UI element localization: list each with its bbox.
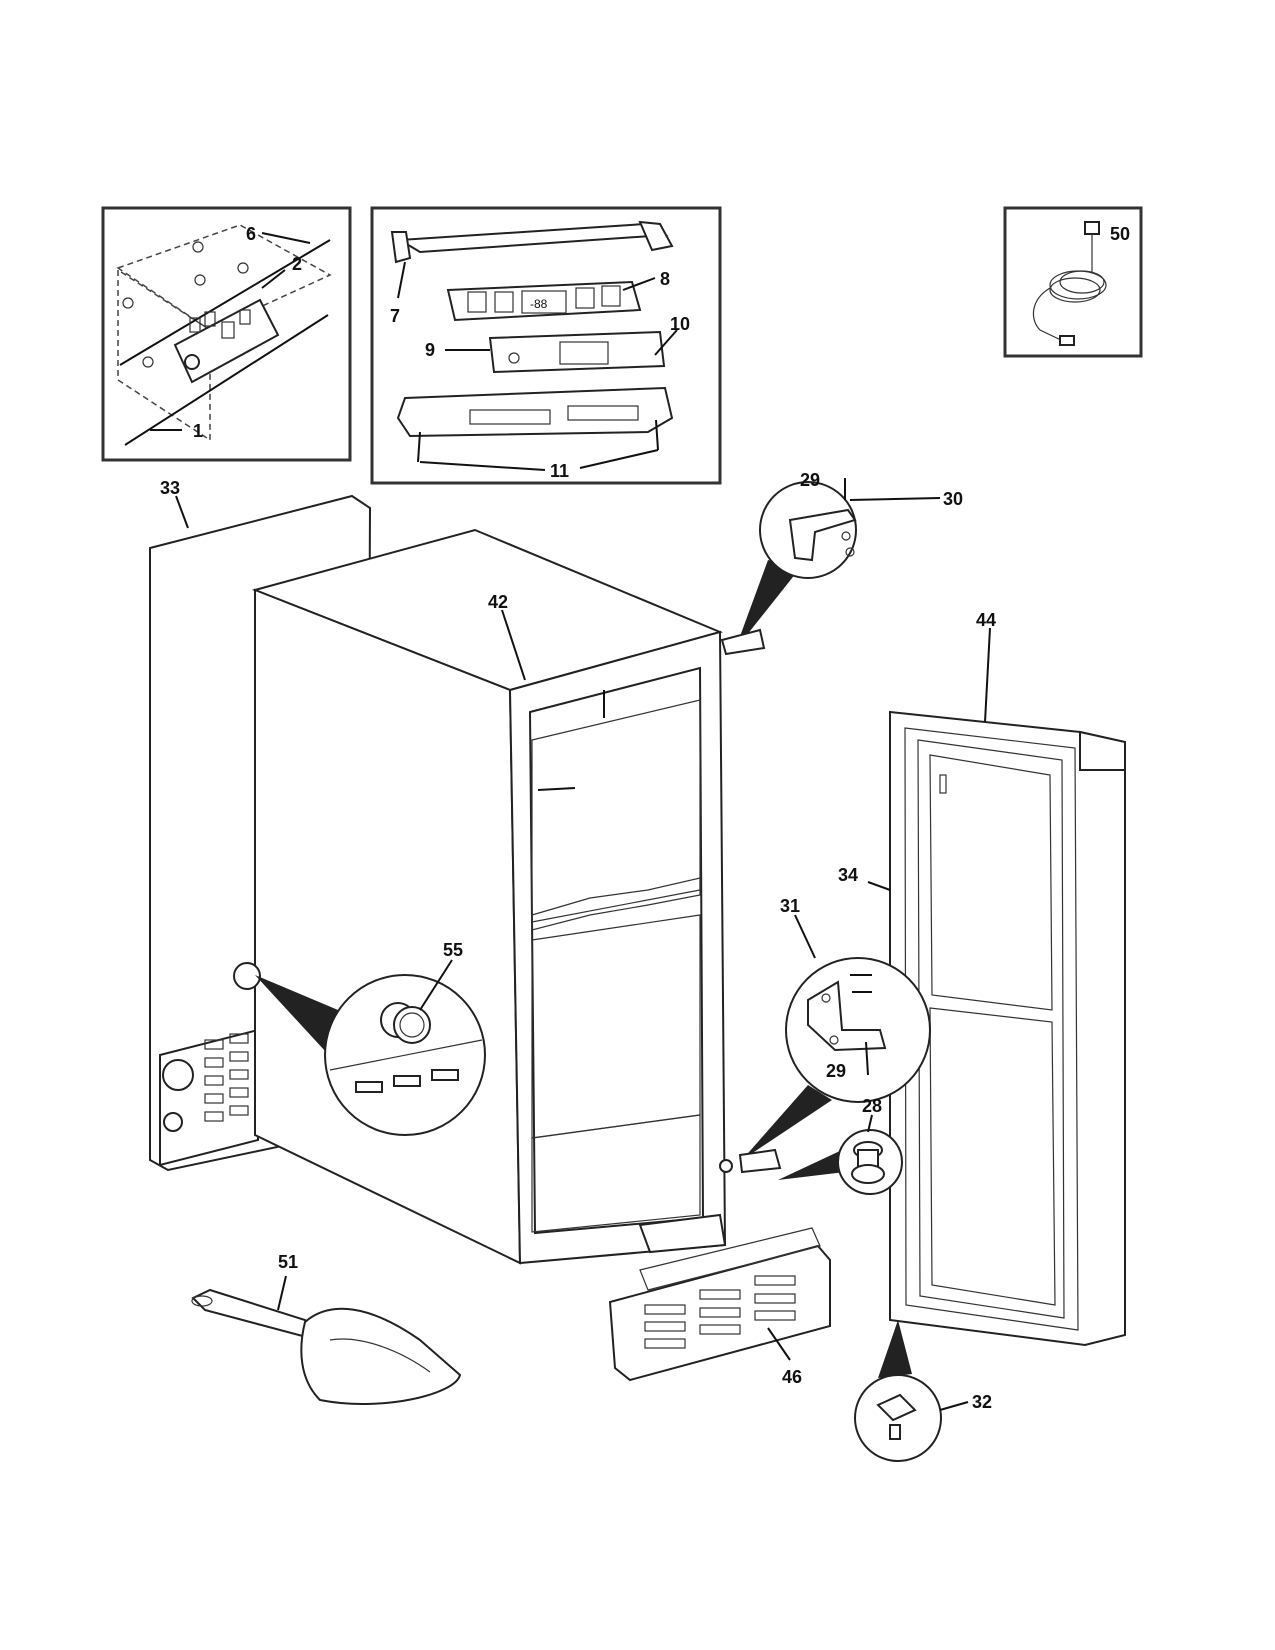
label-11: 11 bbox=[550, 461, 569, 481]
label-44: 44 bbox=[976, 610, 996, 630]
door: 44 34 bbox=[838, 610, 1126, 1347]
inset-power-cord: 50 bbox=[1003, 206, 1143, 358]
label-28: 28 bbox=[862, 1096, 882, 1116]
label-30: 30 bbox=[943, 489, 963, 509]
inset-control-panel: -88 7 8 9 10 11 bbox=[370, 206, 722, 485]
label-51: 51 bbox=[278, 1252, 298, 1272]
label-32: 32 bbox=[972, 1392, 992, 1412]
label-46: 46 bbox=[782, 1367, 802, 1387]
label-6: 6 bbox=[246, 224, 256, 244]
label-9: 9 bbox=[425, 340, 435, 360]
label-33: 33 bbox=[160, 478, 180, 498]
label-1: 1 bbox=[193, 421, 203, 441]
display-readout: -88 bbox=[530, 297, 548, 311]
label-42: 42 bbox=[488, 592, 508, 612]
callout-door-bracket: 32 bbox=[854, 1320, 992, 1462]
label-50: 50 bbox=[1110, 224, 1130, 244]
label-2: 2 bbox=[292, 254, 302, 274]
label-29-top: 29 bbox=[800, 470, 820, 490]
callout-top-hinge: 29 30 bbox=[720, 470, 963, 656]
label-8: 8 bbox=[660, 269, 670, 289]
label-29-bottom: 29 bbox=[826, 1061, 846, 1081]
inset-control-board: 6 2 1 bbox=[101, 206, 352, 462]
callout-drain-cap: 55 bbox=[255, 940, 486, 1136]
kick-plate-grille: 46 bbox=[608, 1227, 831, 1387]
label-34: 34 bbox=[838, 865, 858, 885]
label-55: 55 bbox=[443, 940, 463, 960]
callout-leveling-leg: 28 bbox=[778, 1096, 903, 1195]
cabinet: 42 bbox=[233, 528, 733, 1265]
label-7: 7 bbox=[390, 306, 400, 326]
label-10: 10 bbox=[670, 314, 690, 334]
label-31: 31 bbox=[780, 896, 800, 916]
callout-bottom-hinge: 31 29 bbox=[738, 896, 931, 1174]
ice-scoop: 51 bbox=[191, 1252, 462, 1405]
